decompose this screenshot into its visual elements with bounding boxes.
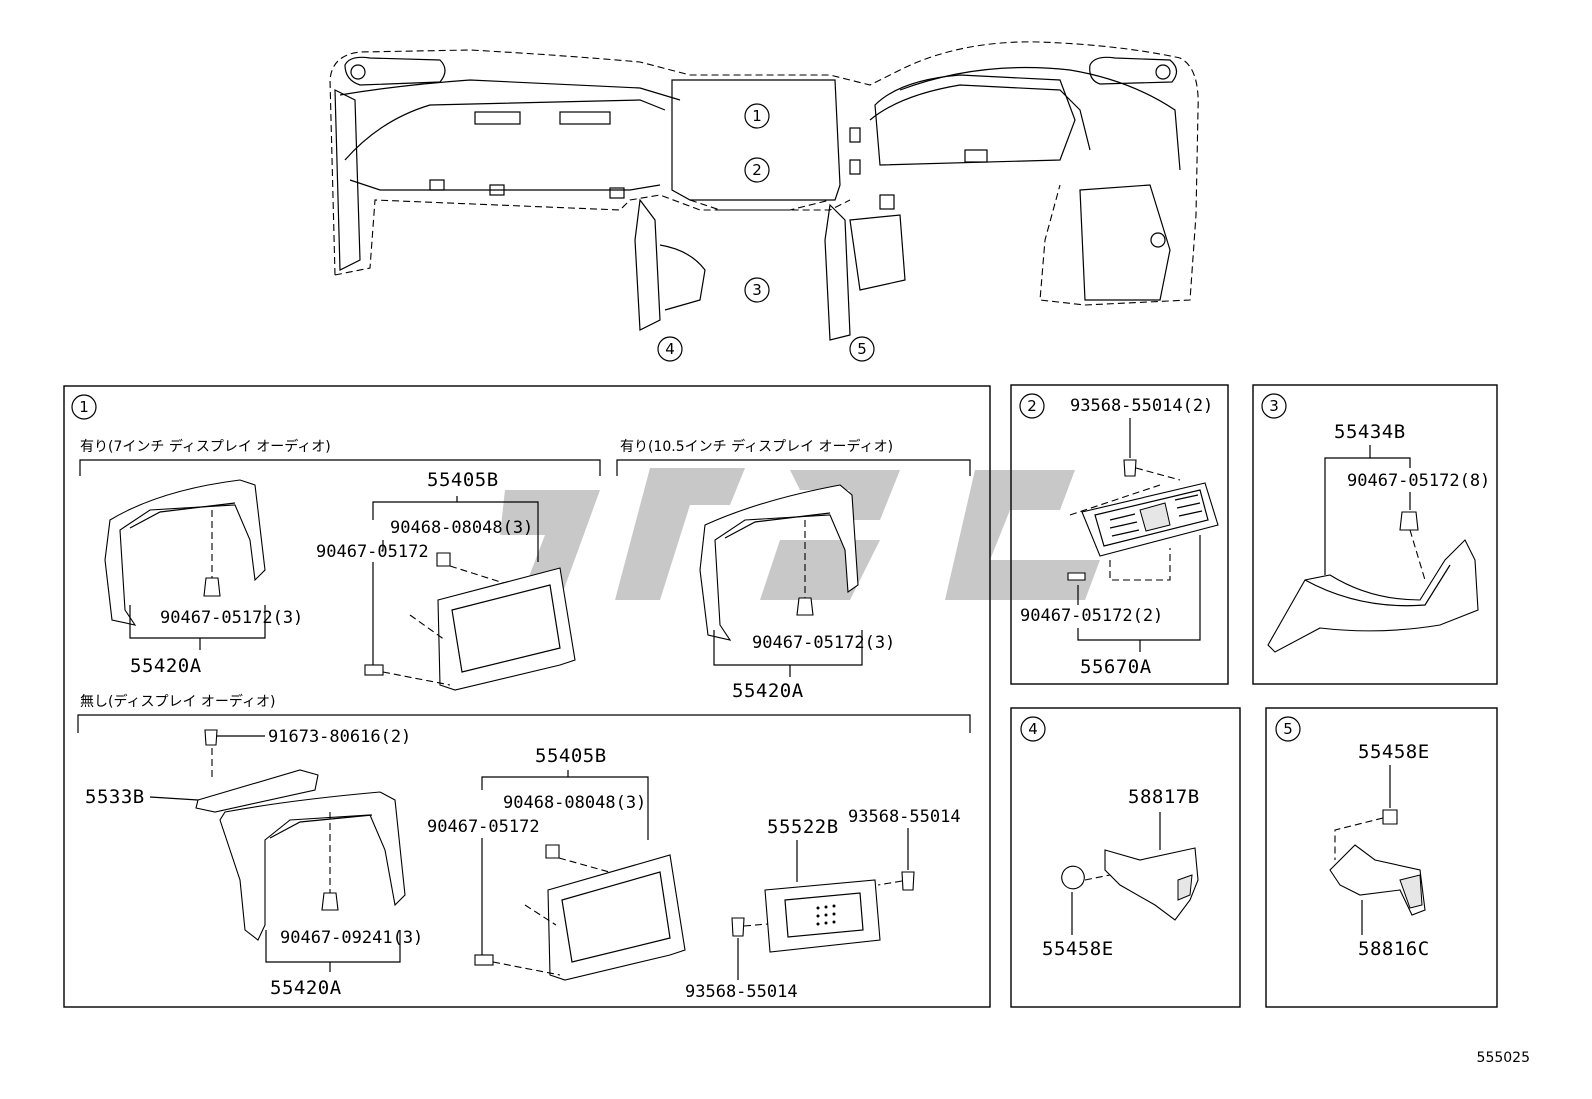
label-a-part: 55420A — [130, 655, 202, 677]
group-b-note: 有り(10.5インチ ディスプレイ オーディオ) — [620, 438, 893, 455]
panel-4: 4 58817B 55458E — [1010, 707, 1241, 1008]
panel-2: 2 93568-55014(2) 90467-05172(2) 55670A — [1010, 384, 1229, 685]
svg-text:1: 1 — [752, 107, 762, 125]
group-c-note: 無し(ディスプレイ オーディオ) — [80, 693, 275, 710]
dash-panel-55420a-b — [699, 484, 859, 641]
clip-icon — [203, 577, 221, 597]
side-trim-58816c — [1329, 844, 1426, 916]
label-c-bolt: 91673-80616(2) — [268, 727, 411, 747]
dashboard-assembly — [329, 41, 1199, 341]
panel-3: 3 55434B 90467-05172(8) — [1252, 384, 1498, 685]
clip-icon — [1399, 511, 1419, 531]
label-frame-clip-a: 90468-08048(3) — [390, 518, 533, 538]
label-frame-top: 55405B — [427, 469, 499, 491]
label-p3-clip: 90467-05172(8) — [1347, 471, 1490, 491]
label-frame2-clip-b: 90467-05172 — [427, 817, 540, 837]
dash-panel-55420a-c — [219, 791, 406, 941]
svg-text:4: 4 — [1028, 720, 1038, 738]
label-p5-clip: 55458E — [1358, 741, 1430, 763]
screw-icon — [1123, 459, 1137, 477]
panel-1-badge — [71, 394, 97, 420]
bolt-icon — [204, 729, 218, 746]
label-frame-clip-b: 90467-05172 — [316, 542, 429, 562]
center-vent-55670a — [1081, 482, 1219, 557]
label-b-clip: 90467-05172(3) — [752, 633, 895, 653]
dash-panel-55420a-a — [104, 479, 266, 626]
bracket-5533b — [195, 769, 319, 813]
diagram-code: 555025 — [1477, 1050, 1530, 1066]
callout-4: 4 — [657, 336, 683, 362]
label-b-part: 55420A — [732, 680, 804, 702]
display-unit-55522b — [764, 879, 881, 953]
display-frame-55405b-bottom — [547, 854, 686, 981]
callout-2: 2 — [744, 157, 770, 183]
svg-text:1: 1 — [79, 398, 89, 416]
label-frame-bottom: 55405B — [535, 745, 607, 767]
clip-icon — [321, 892, 339, 911]
clip-small-icon — [1067, 572, 1086, 581]
clip-icon — [1382, 809, 1398, 825]
label-display-screw-top: 93568-55014 — [848, 807, 961, 827]
svg-text:2: 2 — [752, 161, 762, 179]
clip-small-icon — [364, 664, 384, 676]
label-p2-clip: 90467-05172(2) — [1020, 606, 1163, 626]
display-frame-55405b-top — [437, 567, 576, 691]
panel-5: 5 55458E 58816C — [1265, 707, 1498, 1008]
svg-text:4: 4 — [665, 340, 675, 358]
clip-square-icon — [436, 552, 451, 567]
screw-icon — [731, 917, 745, 937]
panel-1: 1 有り(7インチ ディスプレイ オーディオ) 有り(10.5インチ ディスプレ… — [63, 385, 991, 1008]
side-trim-58817b — [1104, 847, 1199, 921]
group-a-note: 有り(7インチ ディスプレイ オーディオ) — [80, 438, 331, 455]
svg-text:5: 5 — [1283, 720, 1293, 738]
watermark-logo — [500, 468, 1100, 600]
label-p5-part: 58816C — [1358, 938, 1430, 960]
label-c-part: 55420A — [270, 977, 342, 999]
label-p2-screw: 93568-55014(2) — [1070, 396, 1213, 416]
label-display-screw-bottom: 93568-55014 — [685, 982, 798, 1002]
clip-small-icon — [474, 954, 494, 966]
clip-round-icon — [1061, 865, 1085, 890]
label-c-bracket: 5533B — [85, 786, 145, 808]
svg-text:3: 3 — [752, 281, 762, 299]
label-frame2-clip-a: 90468-08048(3) — [503, 793, 646, 813]
label-p4-part: 58817B — [1128, 786, 1200, 808]
callout-1: 1 — [744, 103, 770, 129]
label-p3-part: 55434B — [1334, 421, 1406, 443]
svg-text:5: 5 — [857, 340, 867, 358]
lower-center-panel-55434b — [1267, 539, 1479, 653]
label-display-part: 55522B — [767, 816, 839, 838]
label-c-clip: 90467-09241(3) — [280, 928, 423, 948]
screw-icon — [901, 871, 915, 891]
svg-text:3: 3 — [1269, 397, 1279, 415]
svg-text:2: 2 — [1027, 397, 1037, 415]
clip-icon — [796, 597, 814, 616]
label-a-clip: 90467-05172(3) — [160, 608, 303, 628]
clip-square-icon — [545, 844, 560, 859]
label-p2-part: 55670A — [1080, 656, 1152, 678]
label-p4-clip: 55458E — [1042, 938, 1114, 960]
callout-5: 5 — [849, 336, 875, 362]
callout-3: 3 — [744, 277, 770, 303]
